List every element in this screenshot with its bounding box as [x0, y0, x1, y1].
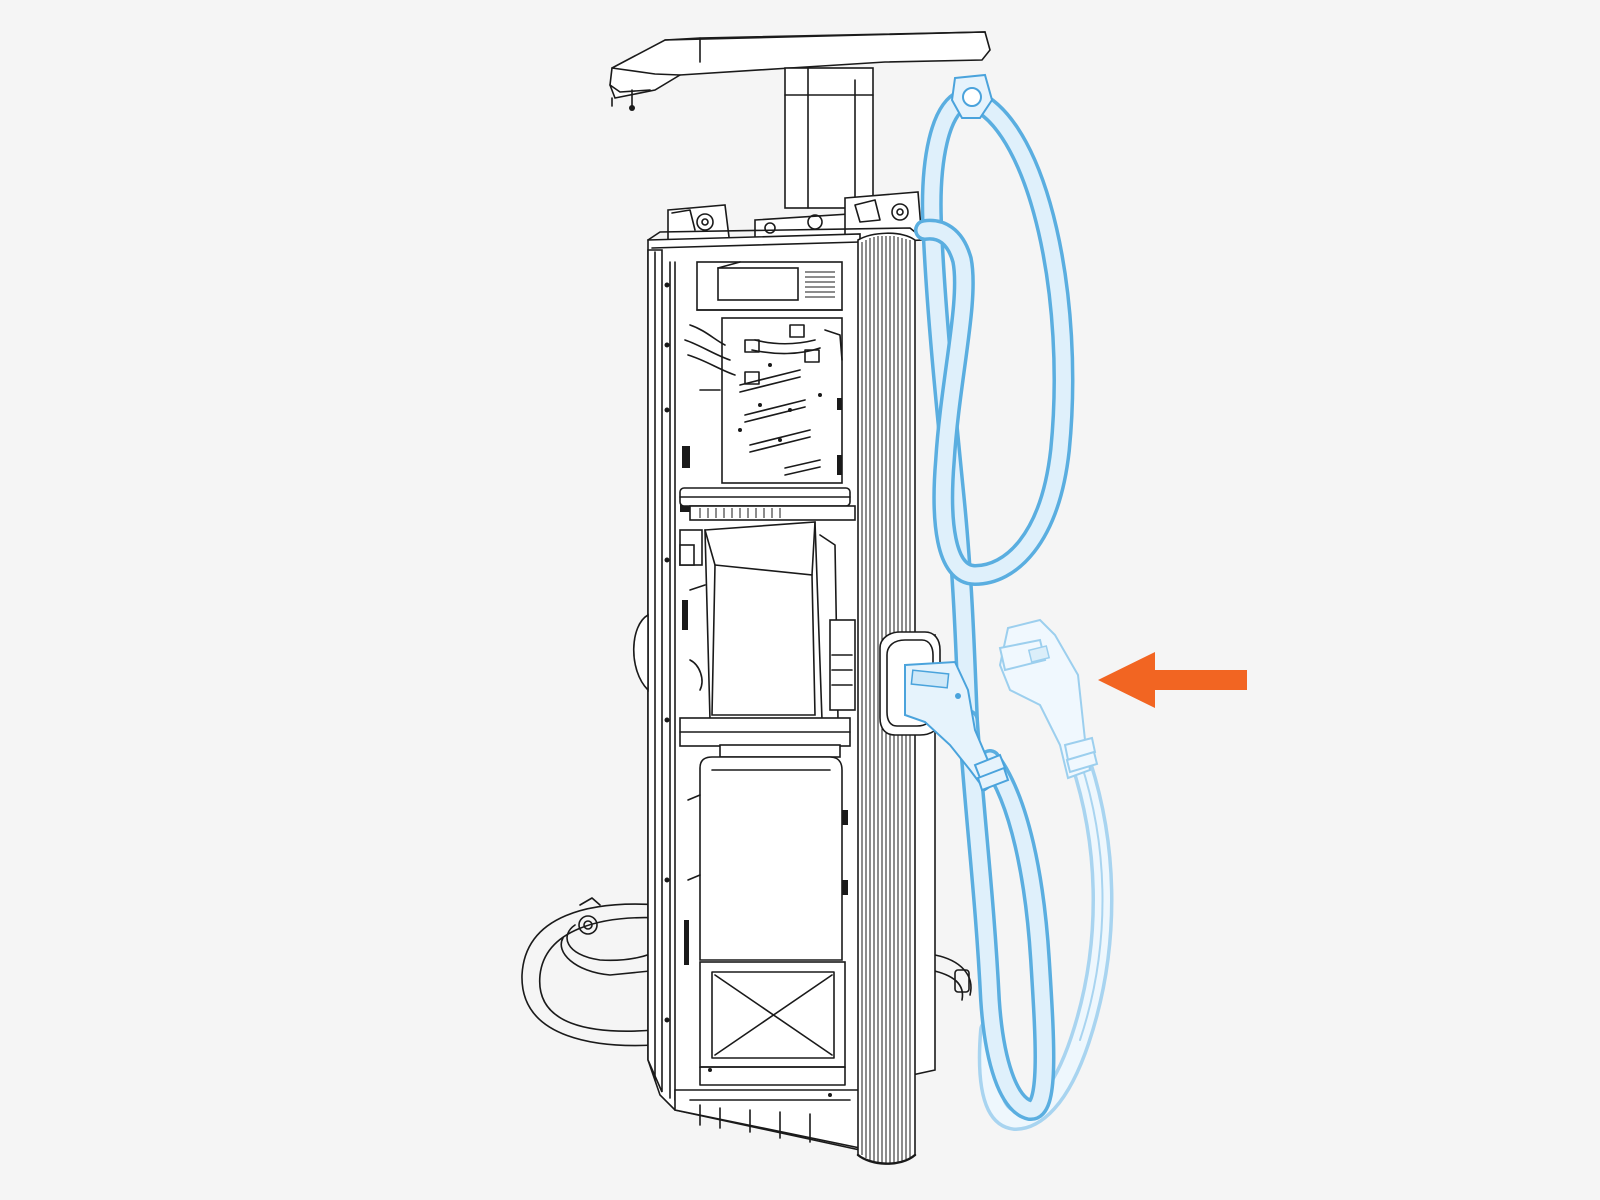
lower-module [679, 717, 851, 961]
crossbar-ribs [699, 508, 781, 518]
arrow-left-icon [1098, 652, 1247, 708]
bottom-frame [674, 961, 861, 1149]
docked-connector [904, 660, 1010, 792]
busbar-panel [684, 317, 843, 484]
charging-cable [914, 89, 1075, 1121]
rear-cable-loop [521, 897, 972, 1047]
heatsink-fins [805, 271, 835, 298]
crossbar [679, 487, 856, 521]
upper-module [696, 261, 843, 311]
cable-hook [950, 73, 994, 119]
canopy [609, 31, 991, 209]
middle-module [679, 521, 856, 721]
ghost-cable [977, 749, 1114, 1131]
ghost-connector [998, 618, 1099, 780]
